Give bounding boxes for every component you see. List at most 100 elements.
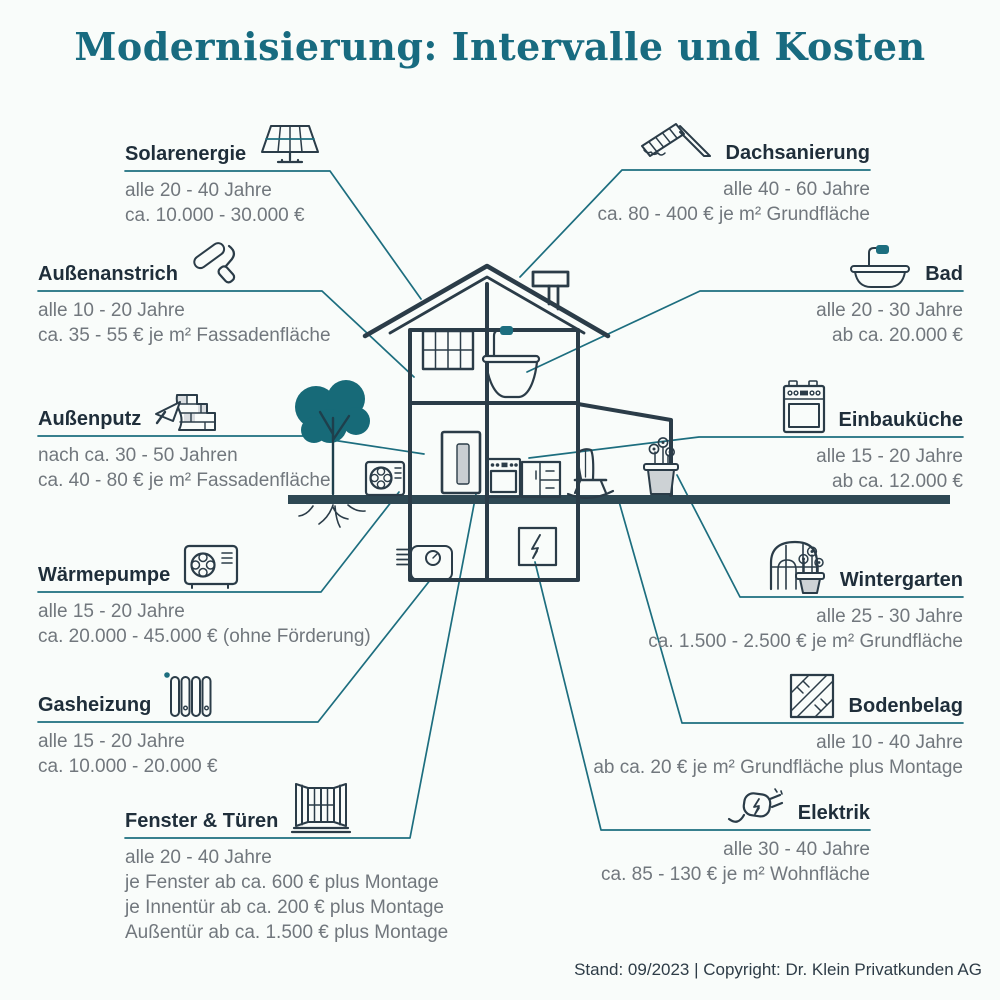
item-wintergarten: Wintergarten alle 25 - 30 Jahre ca. 1.50… <box>648 537 963 654</box>
item-line: ab ca. 20.000 € <box>832 325 963 346</box>
leader-gasheizung <box>37 578 432 723</box>
item-bodenbelag: Bodenbelag alle 10 - 40 Jahre ab ca. 20 … <box>593 671 963 780</box>
bathtub-icon <box>850 245 911 288</box>
item-title: Elektrik <box>797 802 870 824</box>
item-title: Wintergarten <box>839 569 963 591</box>
conservatory-icon <box>769 540 825 594</box>
paint-roller-icon <box>193 242 236 284</box>
item-line: alle 10 - 20 Jahre <box>38 300 185 321</box>
item-details: alle 15 - 20 Jahre ca. 10.000 - 20.000 € <box>38 729 218 779</box>
heat-pump-unit-icon <box>364 460 406 497</box>
item-line: alle 30 - 40 Jahre <box>723 839 870 860</box>
footer-credit: Stand: 09/2023 | Copyright: Dr. Klein Pr… <box>574 960 982 979</box>
leader-dachsanierung <box>519 169 871 278</box>
item-details: alle 20 - 40 Jahre je Fenster ab ca. 600… <box>125 845 448 945</box>
item-line: alle 20 - 30 Jahre <box>816 300 963 321</box>
item-line: Außentür ab ca. 1.500 € plus Montage <box>125 922 449 943</box>
plug-icon <box>727 788 783 823</box>
item-title: Bodenbelag <box>848 695 963 717</box>
item-details: alle 10 - 20 Jahre ca. 35 - 55 € je m² F… <box>38 298 331 348</box>
item-details: nach ca. 30 - 50 Jahren ca. 40 - 80 € je… <box>38 443 331 493</box>
rocking-chair-icon <box>566 448 615 499</box>
item-solarenergie: Solarenergie alle 20 - 40 Jahre ca. 10.0… <box>125 123 322 228</box>
house-door-icon <box>440 430 482 495</box>
item-line: alle 20 - 40 Jahre <box>125 847 272 868</box>
item-line: je Innentür ab ca. 200 € plus Montage <box>125 897 445 918</box>
item-details: alle 20 - 30 Jahre ab ca. 20.000 € <box>816 298 963 348</box>
item-title: Fenster & Türen <box>125 810 279 832</box>
item-einbaukueche: Einbauküche alle 15 - 20 Jahre ab ca. 12… <box>781 379 963 494</box>
leader-aussenanstrich <box>37 290 415 378</box>
item-line: alle 15 - 20 Jahre <box>38 601 185 622</box>
oven-icon <box>782 380 825 434</box>
item-gasheizung: Gasheizung alle 15 - 20 Jahre ca. 10.000… <box>38 670 218 779</box>
item-line: ca. 40 - 80 € je m² Fassadenfläche <box>38 470 331 491</box>
item-details: alle 10 - 40 Jahre ab ca. 20 € je m² Gru… <box>593 730 963 780</box>
house <box>362 263 679 582</box>
leader-fenster-tueren <box>124 493 477 839</box>
chimney-icon <box>531 270 570 311</box>
leader-waermepumpe <box>37 491 400 593</box>
item-details: alle 25 - 30 Jahre ca. 1.500 - 2.500 € j… <box>648 604 963 654</box>
tree-roots <box>298 504 366 528</box>
item-line: ca. 80 - 400 € je m² Grundfläche <box>597 204 870 225</box>
item-line: ca. 1.500 - 2.500 € je m² Grundfläche <box>648 631 963 652</box>
roof-inner <box>388 275 586 335</box>
electrical-box-icon <box>517 526 558 567</box>
roof <box>362 263 611 339</box>
item-title: Dachsanierung <box>725 142 870 164</box>
tree-icon <box>295 380 370 528</box>
item-line: ca. 35 - 55 € je m² Fassadenfläche <box>38 325 331 346</box>
item-details: alle 30 - 40 Jahre ca. 85 - 130 € je m² … <box>601 837 870 887</box>
radiator-icon <box>164 672 212 717</box>
house-flower-pot-icon <box>643 437 679 495</box>
item-line: ca. 10.000 - 20.000 € <box>38 756 218 777</box>
item-aussenputz: Außenputz nach ca. 30 - 50 Jahren ca. 40… <box>38 390 331 493</box>
page-title: Modernisierung: Intervalle und Kosten <box>74 24 926 69</box>
item-title: Bad <box>925 263 963 285</box>
item-line: alle 25 - 30 Jahre <box>816 606 963 627</box>
leader-wintergarten <box>676 474 964 598</box>
item-line: ca. 85 - 130 € je m² Wohnfläche <box>601 864 870 885</box>
house-kitchen-icon <box>485 457 562 499</box>
item-details: alle 40 - 60 Jahre ca. 80 - 400 € je m² … <box>598 177 870 227</box>
item-line: alle 15 - 20 Jahre <box>816 446 963 467</box>
item-fenster-tueren: Fenster & Türen alle 20 - 40 Jahre je Fe… <box>125 782 448 945</box>
roof-tiles-icon <box>640 123 711 157</box>
item-line: ca. 10.000 - 30.000 € <box>125 205 305 226</box>
item-line: alle 15 - 20 Jahre <box>38 731 185 752</box>
leader-solarenergie <box>124 170 422 300</box>
item-details: alle 15 - 20 Jahre ca. 20.000 - 45.000 €… <box>38 599 371 649</box>
item-aussenanstrich: Außenanstrich alle 10 - 20 Jahre ca. 35 … <box>38 237 331 348</box>
item-title: Gasheizung <box>38 694 152 716</box>
item-dachsanierung: Dachsanierung alle 40 - 60 Jahre ca. 80 … <box>598 122 870 227</box>
item-details: alle 20 - 40 Jahre ca. 10.000 - 30.000 € <box>125 178 322 228</box>
item-title: Wärmepumpe <box>38 564 171 586</box>
item-line: ca. 20.000 - 45.000 € (ohne Förderung) <box>38 626 371 647</box>
attic-window-icon <box>421 329 475 371</box>
house-walls <box>408 282 580 582</box>
boiler-icon <box>396 545 453 581</box>
item-details: alle 15 - 20 Jahre ab ca. 12.000 € <box>781 444 963 494</box>
item-line: je Fenster ab ca. 600 € plus Montage <box>125 872 439 893</box>
item-waermepumpe: Wärmepumpe alle 15 - 20 Jahre ca. 20.000… <box>38 540 371 649</box>
item-bad: Bad alle 20 - 30 Jahre ab ca. 20.000 € <box>816 243 963 348</box>
solar-panel-icon <box>261 125 320 164</box>
parquet-icon <box>789 673 834 719</box>
item-title: Außenanstrich <box>38 263 179 285</box>
trowel-wall-icon <box>155 394 217 431</box>
leader-elektrik <box>534 561 871 831</box>
window-icon <box>291 783 352 834</box>
leader-bad <box>526 290 964 373</box>
item-line: alle 20 - 40 Jahre <box>125 180 272 201</box>
item-elektrik: Elektrik alle 30 - 40 Jahre ca. 85 - 130… <box>601 786 870 887</box>
ground-line <box>288 495 950 504</box>
item-line: alle 40 - 60 Jahre <box>723 179 870 200</box>
item-line: ab ca. 12.000 € <box>832 471 963 492</box>
item-title: Außenputz <box>38 408 142 430</box>
leader-bodenbelag <box>617 497 964 724</box>
item-line: ab ca. 20 € je m² Grundfläche plus Monta… <box>593 757 963 778</box>
item-line: nach ca. 30 - 50 Jahren <box>38 445 238 466</box>
